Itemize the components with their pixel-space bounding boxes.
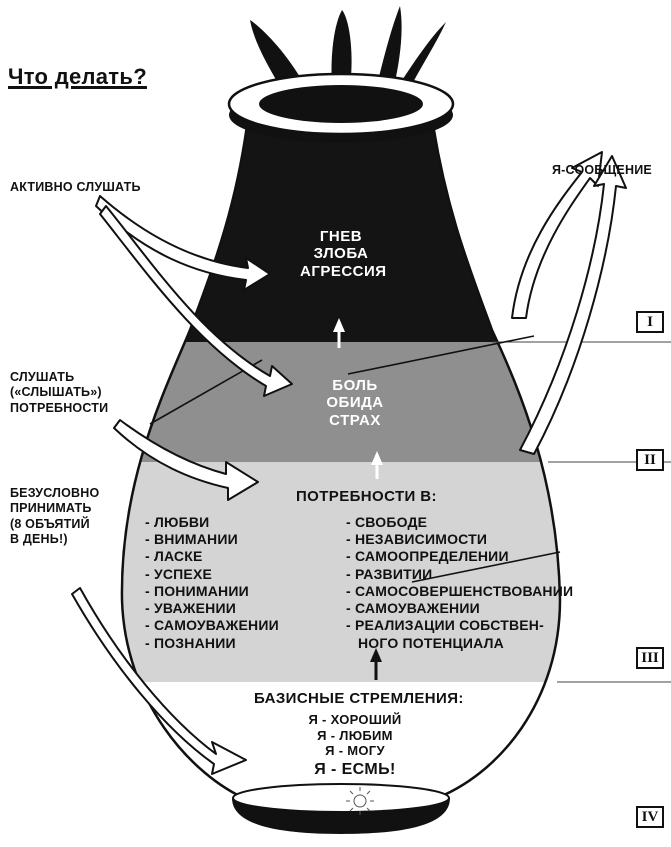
level-badge-i: I [636, 311, 664, 333]
page-title: Что делать? [8, 64, 147, 91]
needs-item: - САМОСОВЕРШЕНСТВОВАНИИ [346, 583, 573, 600]
needs-item: - ЛЮБВИ [145, 514, 279, 531]
needs-item: - РЕАЛИЗАЦИИ СОБСТВЕН- [346, 617, 573, 634]
level-badge-iv: IV [636, 806, 664, 828]
vessel-rim [229, 74, 453, 143]
i-message-label: Я-СООБЩЕНИЕ [552, 163, 652, 178]
basic-item: Я - ХОРОШИЙ [290, 712, 420, 728]
needs-item: - СВОБОДЕ [346, 514, 573, 531]
accept-line: В ДЕНЬ!) [10, 532, 99, 547]
listen-needs-label: СЛУШАТЬ («СЛЫШАТЬ») ПОТРЕБНОСТИ [10, 370, 108, 416]
needs-item: - САМОУВАЖЕНИИ [346, 600, 573, 617]
accept-line: ПРИНИМАТЬ [10, 501, 99, 516]
accept-line: БЕЗУСЛОВНО [10, 486, 99, 501]
accept-line: (8 ОБЪЯТИЙ [10, 517, 99, 532]
needs-left-list: - ЛЮБВИ - ВНИМАНИИ - ЛАСКЕ - УСПЕХЕ - ПО… [145, 514, 279, 652]
emotion-line: ГНЕВ [300, 228, 382, 245]
needs-item: - ПОЗНАНИИ [145, 635, 279, 652]
basic-heading: БАЗИСНЫЕ СТРЕМЛЕНИЯ: [254, 690, 464, 708]
needs-item: - НЕЗАВИСИМОСТИ [346, 531, 573, 548]
emotion-line: СТРАХ [315, 412, 395, 429]
needs-item: - ЛАСКЕ [145, 548, 279, 565]
layer-anger-text: ГНЕВ ЗЛОБА АГРЕССИЯ [300, 228, 382, 280]
needs-heading: ПОТРЕБНОСТИ В: [296, 488, 437, 506]
listen-needs-line: («СЛЫШАТЬ») [10, 385, 108, 400]
emotion-line: ЗЛОБА [300, 245, 382, 262]
listen-needs-line: ПОТРЕБНОСТИ [10, 401, 108, 416]
level-badge-ii: II [636, 449, 664, 471]
needs-item: - ПОНИМАНИИ [145, 583, 279, 600]
level-badge-iii: III [636, 647, 664, 669]
basic-final: Я - ЕСМЬ! [290, 760, 420, 779]
vessel-base [232, 784, 450, 834]
emotion-line: БОЛЬ [315, 377, 395, 394]
layer-pain-text: БОЛЬ ОБИДА СТРАХ [315, 377, 395, 429]
right-arrows [512, 152, 626, 454]
needs-item: - САМООПРЕДЕЛЕНИИ [346, 548, 573, 565]
needs-item: НОГО ПОТЕНЦИАЛА [346, 635, 573, 652]
needs-item: - ВНИМАНИИ [145, 531, 279, 548]
listen-needs-line: СЛУШАТЬ [10, 370, 108, 385]
needs-item: - РАЗВИТИИ [346, 566, 573, 583]
accept-label: БЕЗУСЛОВНО ПРИНИМАТЬ (8 ОБЪЯТИЙ В ДЕНЬ!) [10, 486, 99, 547]
needs-item: - САМОУВАЖЕНИИ [145, 617, 279, 634]
emotion-line: ОБИДА [315, 394, 395, 411]
basic-list: Я - ХОРОШИЙ Я - ЛЮБИМ Я - МОГУ Я - ЕСМЬ! [290, 712, 420, 779]
active-listen-label: АКТИВНО СЛУШАТЬ [10, 180, 141, 195]
needs-right-list: - СВОБОДЕ - НЕЗАВИСИМОСТИ - САМООПРЕДЕЛЕ… [346, 514, 573, 652]
emotion-line: АГРЕССИЯ [300, 263, 382, 280]
needs-item: - УСПЕХЕ [145, 566, 279, 583]
basic-item: Я - МОГУ [290, 743, 420, 759]
basic-item: Я - ЛЮБИМ [290, 728, 420, 744]
needs-item: - УВАЖЕНИИ [145, 600, 279, 617]
